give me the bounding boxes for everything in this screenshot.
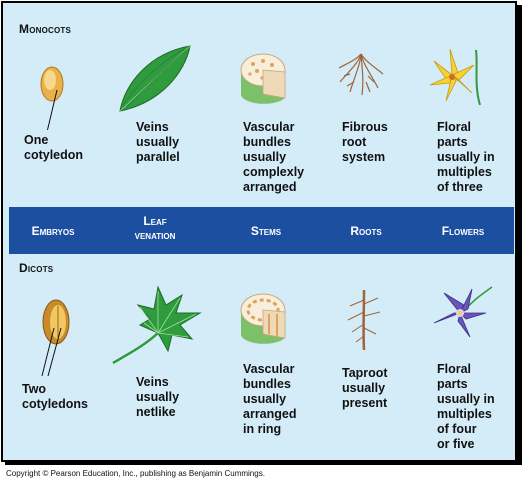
dicot-flower-illustration	[433, 286, 493, 338]
dicot-flowers-caption: Floral parts usually in multiples of fou…	[437, 362, 495, 451]
monocot-flowers-caption: Floral parts usually in multiples of thr…	[437, 120, 495, 194]
monocot-stems-caption: Vascular bundles usually complexly arran…	[243, 120, 305, 194]
dicot-roots-caption: Taproot usually present	[342, 366, 388, 410]
monocots-title: Monocots	[19, 22, 72, 36]
monocot-stem-illustration	[240, 53, 286, 104]
monocot-embryo-illustration	[40, 66, 64, 130]
dicot-embryos-caption: Two cotyledons	[22, 382, 88, 411]
dicot-embryo-illustration	[41, 299, 70, 376]
dicot-stem-illustration	[240, 293, 286, 344]
dicot-root-illustration	[347, 290, 381, 350]
monocot-root-illustration	[338, 53, 384, 96]
dicot-leaf-caption: Veins usually netlike	[136, 375, 180, 419]
monocot-leaf-illustration	[119, 45, 191, 112]
monocot-roots-caption: Fibrous root system	[342, 120, 388, 164]
dicot-leaf-illustration	[112, 285, 202, 365]
monocot-flower-illustration	[429, 48, 481, 105]
frame-shadow-bottom	[5, 462, 522, 465]
band-leaf-venation: Leaf venation	[134, 214, 176, 242]
category-band	[9, 207, 514, 254]
copyright-text: Copyright © Pearson Education, Inc., pub…	[6, 469, 265, 478]
band-stems: Stems	[250, 224, 282, 238]
frame-shadow-right	[517, 5, 522, 464]
band-flowers: Flowers	[441, 224, 485, 238]
monocot-embryos-caption: One cotyledon	[24, 133, 84, 162]
monocot-leaf-caption: Veins usually parallel	[136, 120, 180, 164]
dicots-title: Dicots	[19, 261, 54, 275]
dicot-stems-caption: Vascular bundles usually arranged in rin…	[243, 362, 297, 436]
band-embryos: Embryos	[31, 224, 75, 238]
band-roots: Roots	[350, 224, 382, 238]
